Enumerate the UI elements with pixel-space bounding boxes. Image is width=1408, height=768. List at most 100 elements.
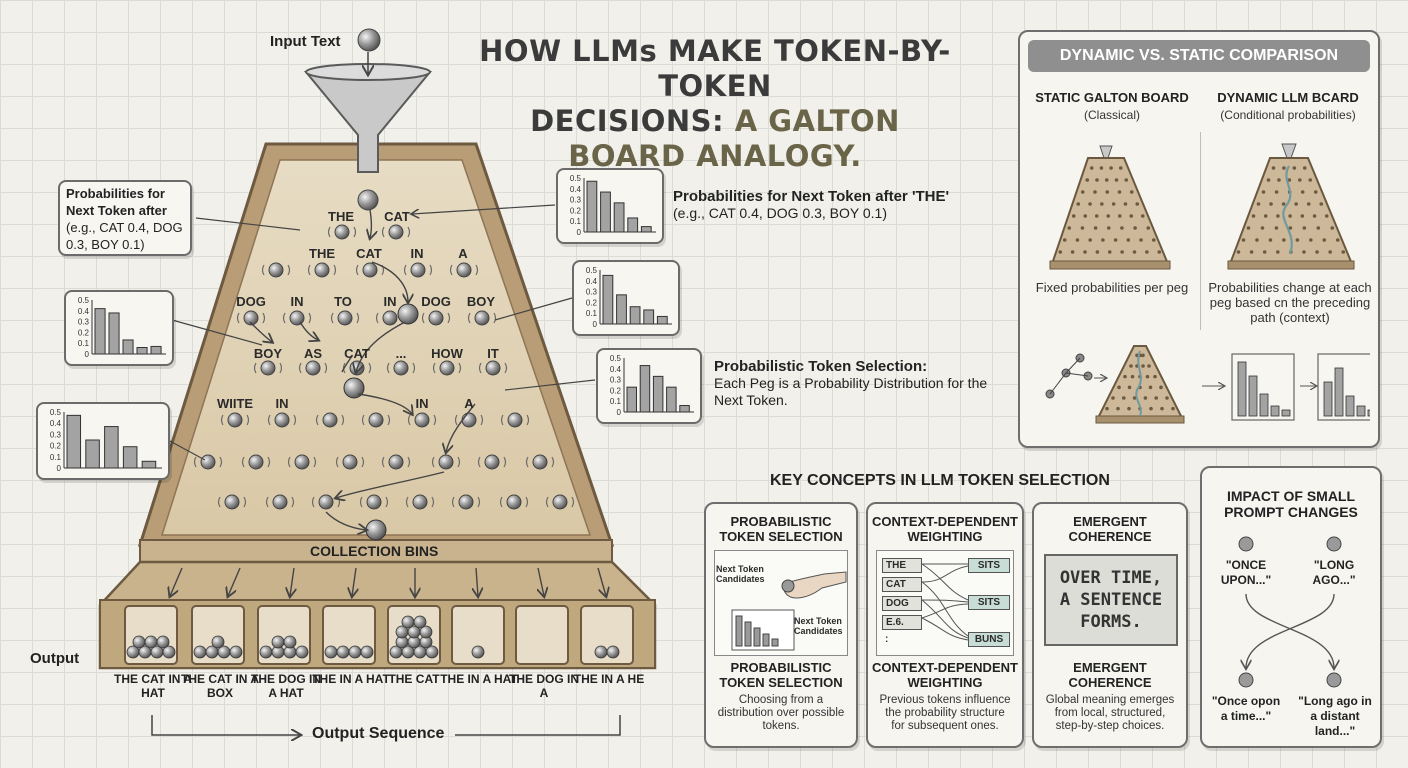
peg bbox=[337, 310, 353, 326]
peg-vibration bbox=[525, 456, 555, 468]
selection-note: Probabilistic Token Selection: Each Peg … bbox=[714, 358, 988, 408]
peg-vibration bbox=[478, 362, 508, 374]
comparison-bar bbox=[1248, 375, 1258, 417]
board-peg bbox=[1130, 374, 1135, 379]
board-peg bbox=[1076, 202, 1081, 206]
peg-vibration bbox=[361, 414, 391, 426]
static-desc: Fixed probabilities per peg bbox=[1035, 280, 1189, 295]
concept-card-context: CONTEXT-DEPENDENT WEIGHTING THE CAT DOG … bbox=[866, 502, 1024, 748]
galton-board bbox=[98, 28, 657, 768]
output-ball bbox=[419, 625, 433, 639]
board-peg bbox=[1288, 214, 1292, 218]
y-tick-label: 0.4 bbox=[610, 365, 622, 374]
prob-bar bbox=[108, 312, 120, 355]
board-peg bbox=[1117, 190, 1122, 194]
peg bbox=[410, 262, 426, 278]
y-tick-label: 0.1 bbox=[570, 217, 582, 226]
peg-vibration bbox=[327, 226, 357, 238]
board-peg bbox=[1246, 226, 1251, 230]
board-peg bbox=[1099, 166, 1104, 170]
peg bbox=[474, 310, 490, 326]
board-peg bbox=[1260, 226, 1265, 230]
coherence-screen: OVER TIME, A SENTENCE FORMS. bbox=[1044, 554, 1178, 646]
y-tick-label: 0.4 bbox=[50, 419, 62, 428]
dynamic-desc: Probabilities change at each peg based c… bbox=[1208, 280, 1372, 325]
hand-illustration bbox=[731, 571, 847, 651]
peg-vibration bbox=[477, 456, 507, 468]
y-tick-label: 0.2 bbox=[570, 206, 582, 215]
board-peg bbox=[1120, 226, 1124, 230]
board-peg bbox=[1153, 374, 1157, 379]
peg bbox=[368, 412, 384, 428]
comparison-bar bbox=[1356, 405, 1366, 417]
peg-vibration bbox=[253, 362, 283, 374]
token-label: WIITE bbox=[216, 396, 254, 411]
peg-vibration bbox=[545, 496, 575, 508]
static-title: STATIC GALTON BOARD bbox=[1035, 90, 1189, 105]
peg bbox=[318, 494, 334, 510]
token-label: IN bbox=[275, 396, 289, 411]
board-peg bbox=[1263, 214, 1268, 218]
token-ball bbox=[343, 377, 365, 399]
prob-chart: 0.50.40.30.20.10 bbox=[610, 354, 694, 417]
board-peg bbox=[1093, 226, 1098, 230]
board-peg bbox=[1120, 250, 1124, 254]
bin-label: THE CAT IN A HAT bbox=[114, 672, 192, 700]
static-sub: (Classical) bbox=[1083, 108, 1140, 122]
board-peg bbox=[1133, 226, 1137, 230]
board-peg bbox=[1302, 166, 1307, 170]
output-ball bbox=[348, 645, 362, 659]
peg bbox=[227, 412, 243, 428]
output-ball bbox=[336, 645, 350, 659]
bin-arrow bbox=[597, 567, 606, 596]
peg-vibration bbox=[421, 312, 451, 324]
board-peg bbox=[1147, 364, 1151, 368]
bin-arrow bbox=[170, 567, 183, 596]
board-peg bbox=[1117, 385, 1121, 390]
board-peg bbox=[1315, 250, 1319, 254]
peg bbox=[532, 454, 548, 470]
board-peg bbox=[1062, 238, 1067, 242]
peg bbox=[322, 412, 338, 428]
board-peg bbox=[1148, 385, 1153, 390]
board-peg bbox=[1165, 396, 1169, 400]
peg-vibration bbox=[265, 496, 295, 508]
board-peg bbox=[1123, 202, 1128, 206]
board-peg bbox=[1249, 250, 1254, 254]
prob-bar bbox=[141, 460, 157, 469]
prob-bar bbox=[150, 345, 162, 355]
board-peg bbox=[1308, 178, 1313, 182]
peg-vibration bbox=[267, 414, 297, 426]
peg bbox=[224, 494, 240, 510]
board-peg bbox=[1088, 202, 1092, 206]
output-ball bbox=[156, 635, 170, 649]
output-ball bbox=[401, 615, 415, 629]
board-peg bbox=[1154, 396, 1158, 400]
collection-bins-label: COLLECTION BINS bbox=[310, 543, 439, 559]
board-peg bbox=[1116, 406, 1120, 411]
board-peg bbox=[1275, 250, 1280, 254]
board-peg bbox=[1118, 166, 1123, 170]
token-label: CAT bbox=[344, 346, 370, 361]
board-peg bbox=[1151, 238, 1156, 242]
token-label: A bbox=[464, 396, 474, 411]
peg-vibration bbox=[315, 414, 345, 426]
peg bbox=[412, 494, 428, 510]
board-peg bbox=[1328, 250, 1332, 254]
y-tick-label: 0 bbox=[85, 350, 90, 359]
output-ball bbox=[211, 635, 225, 649]
prob-bar bbox=[85, 439, 100, 469]
board-peg bbox=[1256, 202, 1261, 206]
board-peg bbox=[1292, 166, 1297, 170]
prob-bar bbox=[66, 414, 82, 469]
board-peg bbox=[1295, 238, 1300, 242]
board-peg bbox=[1111, 202, 1116, 206]
comparison-bar bbox=[1367, 409, 1370, 417]
board-peg bbox=[1094, 214, 1099, 218]
peg-vibration bbox=[193, 456, 223, 468]
peg-vibration bbox=[298, 362, 328, 374]
y-tick-label: 0.4 bbox=[570, 185, 582, 194]
board-peg bbox=[1145, 250, 1149, 254]
peg bbox=[414, 412, 430, 428]
